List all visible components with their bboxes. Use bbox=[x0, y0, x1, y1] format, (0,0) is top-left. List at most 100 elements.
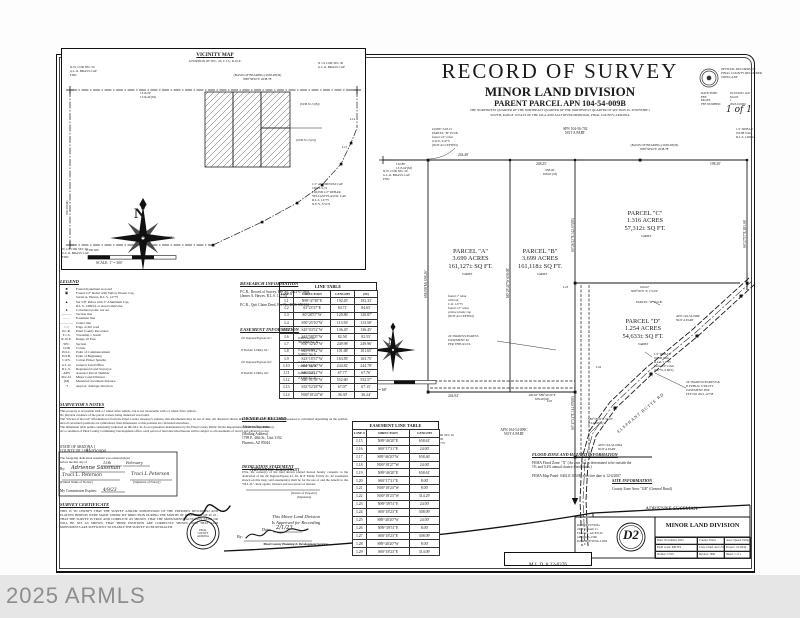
table-cell: N00°18'24"W bbox=[293, 390, 331, 399]
armls-watermark: 2025 ARMLS bbox=[6, 583, 146, 608]
flood-info-title: FLOOD ZONE AND HAZARD INFORMATION bbox=[532, 452, 618, 457]
table-cell: Section bbox=[76, 341, 87, 346]
table-cell: S89°40'20"W bbox=[366, 539, 410, 549]
table-cell: L19 bbox=[352, 468, 367, 478]
table-cell: R.10.E. bbox=[61, 337, 72, 342]
table-cell: 120.86' bbox=[330, 311, 355, 320]
table-row: P.C.R.Pinal County Recorders bbox=[58, 329, 230, 333]
table-cell: Easement line bbox=[76, 316, 96, 321]
table-cell: 308.09' bbox=[409, 531, 440, 541]
table-cell: L4 bbox=[279, 318, 294, 327]
table-cell: L23 bbox=[352, 500, 367, 509]
table-cell: Set 5/8" Rebar with 2" Aluminum Cap, R.L… bbox=[76, 299, 130, 308]
monument-cluster-note: found 1" rebar with tag C.O. 12775 found… bbox=[448, 294, 474, 318]
firm-info: D2 SURVEYING 2440 E. Gem Ct. Florence, A… bbox=[577, 523, 608, 543]
dedication-body: I/We, the owner(s) of the land shown pla… bbox=[242, 470, 348, 486]
research-item-1: P.C.R., Record of Survey, Fee No. 2022-0… bbox=[240, 290, 311, 299]
table-cell: LENGTH bbox=[409, 429, 440, 438]
notary-printed-label: (Printed Name of Notary) bbox=[60, 480, 93, 484]
table-cell: S89°40'20"W bbox=[366, 515, 410, 525]
table-cell: S00°17'31"E bbox=[366, 444, 410, 454]
easement-fee-note: 24' INGRESS/EGRESS & 8' PUBLIC UTILITY E… bbox=[686, 380, 720, 396]
table-cell: S45°03'52"W bbox=[293, 325, 331, 335]
table-cell: Point of Beginning bbox=[76, 354, 102, 359]
main-basis-of-bearing: (BASIS OF BEARING) 2638.48'(M) N89°58'26… bbox=[630, 143, 679, 151]
table-cell: ■ bbox=[65, 287, 68, 291]
table-cell: County: Pinal bbox=[697, 537, 725, 545]
titleblock-client-name: ADRIENNE SUSSMAN bbox=[645, 506, 698, 512]
table-row: P.O.B.Point of Beginning bbox=[58, 354, 230, 358]
dedication-signature-label: (Owner of Property) (Signature) bbox=[290, 491, 318, 499]
table-row: (M)Measured document distance bbox=[58, 379, 230, 383]
table-cell: L21 bbox=[352, 484, 367, 494]
approval-statement: This Minor Land Division Is Approved for… bbox=[271, 514, 321, 525]
vicinity-top-dimension: 1316.20' 1316.44'(M) bbox=[140, 91, 156, 99]
table-cell: ▣ bbox=[64, 291, 69, 296]
table-cell: Section line bbox=[76, 312, 93, 317]
table-cell: $24.00 bbox=[730, 94, 739, 99]
vicinity-bottom-dimension: 1316.20' S89°54'14"W 1316.44'(M) bbox=[127, 235, 174, 239]
parcel-a-label: PARCEL "A" 3.699 ACRES 161,127± SQ FT. bbox=[448, 248, 493, 270]
recorder-stamp-org: OFFICIAL RECORDS OF PINAL COUNTY RECORDE… bbox=[721, 67, 763, 79]
dim-174: 166.02' N89°39'51"E 174.02' bbox=[630, 285, 659, 293]
table-cell: N00°18'24"W bbox=[366, 484, 410, 494]
table-cell: L24 bbox=[352, 507, 367, 517]
table-cell: 0.905 Acres 39,406± Sq. ft bbox=[298, 336, 319, 345]
vicinity-sub-b-label: (SUB 32-3 (B)) bbox=[300, 102, 320, 106]
table-cell: COR bbox=[63, 345, 70, 350]
table-cell: 8.00' bbox=[409, 476, 440, 486]
table-row: —·—·—Center line bbox=[58, 321, 230, 325]
dedication-title: DEDICATION STATEMENT bbox=[242, 464, 294, 469]
table-cell: 113.56' bbox=[330, 318, 355, 327]
table-cell: 552.57' bbox=[354, 376, 378, 385]
table-cell: L27 bbox=[352, 531, 367, 541]
table-cell: L20 bbox=[352, 476, 367, 486]
vicinity-left-dimension: 660.30'(M) bbox=[65, 200, 69, 215]
table-row: ▲Set 5/8" Rebar with 2" Aluminum Cap, R.… bbox=[58, 300, 230, 308]
table-cell: PAGES: bbox=[701, 98, 712, 103]
main-north-letter: N bbox=[388, 336, 395, 346]
table-cell: G.L.O. bbox=[61, 362, 72, 367]
vicinity-scale-label: SCALE: 1" = 300' bbox=[96, 261, 123, 265]
easement-info-table: 24' Ingress/Egress #1:0.905 Acres 39,406… bbox=[240, 336, 358, 383]
table-cell: 314.29' bbox=[409, 492, 440, 502]
vicinity-west-corner-label: W 1/4 COR SEC 26 G.L.O. BRASS CAP FND bbox=[62, 247, 89, 259]
notary-by-handwritten: Adrienne Sussman bbox=[71, 465, 121, 471]
apn-top-label: APN 104-56-702 NOT A PART bbox=[562, 127, 588, 136]
easement2-note: 24' INGRESS/EGRESS EASEMENT #2 PER THIS … bbox=[448, 334, 479, 346]
survey-certificate-body: THIS IS TO CERTIFY THAT THE SURVEY AND/O… bbox=[60, 509, 218, 529]
recorder-handwritten-pages: 1 of 1 bbox=[726, 105, 752, 115]
notary-printed-name: Traci L. Peterson bbox=[62, 473, 102, 478]
surveyor-seal-text: PINAL COUNTY ARIZONA bbox=[197, 529, 209, 538]
parent-parcel: PARENT PARCEL APN 104-54-009B bbox=[494, 99, 626, 108]
table-cell: S0°28'57"W bbox=[293, 311, 331, 320]
parcel-c-varies: VARIES bbox=[641, 234, 652, 238]
table-cell: T.1.S. bbox=[62, 333, 71, 338]
table-cell: N00°18'27"W bbox=[366, 460, 410, 470]
table-row: C.P.S.Cotton Picker Spindle bbox=[58, 358, 230, 362]
table-cell: S50°25'10"W bbox=[293, 318, 331, 327]
flood-info-line1: FEMA Flood Zone: "X" (An area that is de… bbox=[532, 461, 632, 470]
table-cell: 314.09' bbox=[409, 547, 440, 557]
legal-description-1: THE NORTHWEST QUARTER OF THE NORTHEAST Q… bbox=[469, 108, 650, 112]
table-row: – – –Easement line bbox=[58, 316, 230, 320]
table-cell: S00°18'23"E bbox=[366, 547, 410, 557]
approval-by-label: By: bbox=[237, 534, 244, 539]
notary-state-county: STATE OF ARIZONA } COUNTY OF } SS bbox=[60, 445, 96, 454]
table-row: FEE NUMBER:2023-011892 bbox=[700, 102, 758, 107]
table-cell: L18 bbox=[352, 460, 367, 470]
legend-title: LEGEND bbox=[60, 279, 79, 284]
table-cell: Area: Queen Valley bbox=[724, 537, 751, 545]
dim-19820: 198.20' bbox=[710, 162, 721, 166]
